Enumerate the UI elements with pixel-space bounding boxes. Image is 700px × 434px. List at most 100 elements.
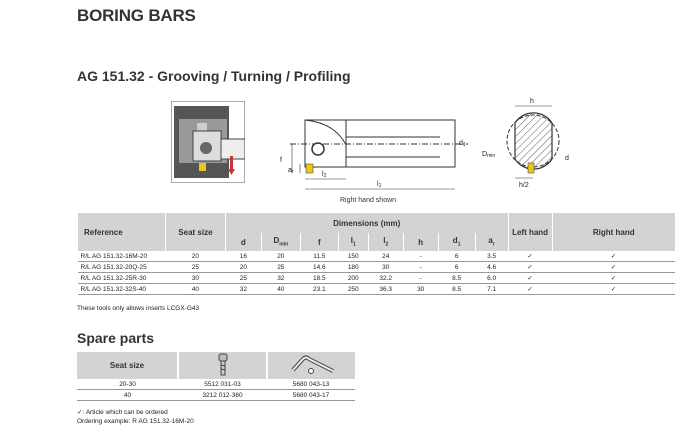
header-dim-6: d1 bbox=[437, 233, 476, 251]
side-view-diagram: f ar l2 l1 d1 bbox=[280, 119, 468, 190]
reference-cell: R/L AG 151.32-20Q-25 bbox=[77, 261, 166, 273]
table-cell: 25 bbox=[261, 261, 301, 273]
header-dim-1: Dmin bbox=[260, 233, 301, 251]
spare-cell: 5512 031-03 bbox=[178, 379, 267, 390]
table-cell: 30 bbox=[165, 272, 226, 284]
table-cell: ✓ bbox=[552, 261, 675, 273]
table-cell: 6 bbox=[438, 261, 476, 273]
table-cell: 30 bbox=[368, 261, 404, 273]
spare-cell: 5680 043-13 bbox=[267, 379, 355, 390]
table-cell: 11.5 bbox=[300, 251, 339, 262]
table-cell: - bbox=[403, 261, 439, 273]
header-seat-size: Seat size bbox=[164, 213, 226, 251]
table-cell: - bbox=[403, 251, 439, 262]
table-cell: 200 bbox=[338, 272, 369, 284]
table-cell: 3.5 bbox=[475, 251, 509, 262]
label-d: d bbox=[565, 155, 569, 162]
table-cell: 6.0 bbox=[475, 272, 509, 284]
header-right-hand: Right hand bbox=[551, 213, 675, 251]
label-h2: h/2 bbox=[519, 182, 529, 189]
dim-symbol: l bbox=[350, 236, 353, 246]
spare-parts-title: Spare parts bbox=[77, 330, 155, 346]
table-cell: 32 bbox=[261, 272, 301, 284]
reference-cell: R/L AG 151.32-32S-40 bbox=[77, 283, 166, 295]
table-cell: - bbox=[403, 272, 439, 284]
table-cell: 18.5 bbox=[300, 272, 339, 284]
dim-subscript: 2 bbox=[385, 241, 389, 248]
dim-symbol: D bbox=[273, 236, 280, 246]
dim-symbol: f bbox=[317, 237, 321, 247]
table-cell: 250 bbox=[338, 283, 369, 295]
header-left-hand: Left hand bbox=[507, 213, 553, 251]
table-cell: 40 bbox=[165, 283, 226, 295]
header-dim-0: d bbox=[224, 233, 262, 251]
svg-text:ar: ar bbox=[288, 167, 294, 175]
table-cell: 23.1 bbox=[300, 283, 339, 295]
end-view-diagram: h Dmin d h/2 bbox=[482, 98, 569, 189]
torx-key-icon bbox=[266, 352, 355, 379]
dim-symbol: d bbox=[240, 237, 246, 247]
svg-text:l1: l1 bbox=[377, 181, 382, 189]
table-cell: 7.1 bbox=[475, 283, 509, 295]
table-cell: ✓ bbox=[508, 261, 553, 273]
reference-cell: R/L AG 151.32-16M-20 bbox=[77, 251, 166, 262]
label-h: h bbox=[530, 98, 534, 105]
table-cell: 20 bbox=[261, 251, 301, 262]
spare-cell: 40 bbox=[77, 389, 178, 401]
dim-subscript: r bbox=[492, 241, 495, 248]
svg-text:l2: l2 bbox=[322, 171, 327, 179]
machining-illustration bbox=[171, 101, 245, 183]
table-cell: 24 bbox=[368, 251, 404, 262]
header-dimensions: Dimensions (mm) bbox=[224, 213, 509, 233]
table-cell: 150 bbox=[338, 251, 369, 262]
table-cell: 16 bbox=[225, 251, 262, 262]
spare-header-seat-size: Seat size bbox=[77, 352, 178, 379]
table-cell: 32.2 bbox=[368, 272, 404, 284]
svg-text:Dmin: Dmin bbox=[482, 151, 495, 159]
label-f: f bbox=[280, 157, 282, 164]
table-cell: ✓ bbox=[552, 283, 675, 295]
legend-note: ✓: Article which can be ordered bbox=[77, 409, 168, 416]
table-cell: ✓ bbox=[508, 283, 553, 295]
table-cell: 40 bbox=[261, 283, 301, 295]
table-cell: 8.5 bbox=[438, 272, 476, 284]
header-dim-2: f bbox=[299, 233, 339, 251]
table-cell: 32 bbox=[225, 283, 262, 295]
table-cell: ✓ bbox=[552, 272, 675, 284]
ordering-example: Ordering example: R AG 151.32-16M-20 bbox=[77, 418, 194, 425]
dimensions-table: Reference Seat size Dimensions (mm) Left… bbox=[77, 213, 675, 295]
header-dim-7: ar bbox=[474, 233, 509, 251]
spare-cell: 20-30 bbox=[77, 379, 178, 390]
section-title: AG 151.32 - Grooving / Turning / Profili… bbox=[77, 68, 351, 84]
dim-subscript: min bbox=[279, 241, 289, 248]
diagram-caption: Right hand shown bbox=[340, 197, 397, 204]
page-title: BORING BARS bbox=[77, 6, 196, 25]
table-cell: ✓ bbox=[508, 251, 553, 262]
dim-symbol: d bbox=[452, 236, 458, 246]
table-cell: 20 bbox=[165, 251, 226, 262]
table-cell: 25 bbox=[165, 261, 226, 273]
header-dim-5: h bbox=[402, 233, 439, 251]
spare-cell: 3212 012-360 bbox=[178, 389, 267, 401]
table-cell: 20 bbox=[225, 261, 262, 273]
table-cell: ✓ bbox=[552, 251, 675, 262]
dim-symbol: h bbox=[418, 237, 424, 247]
reference-cell: R/L AG 151.32-25R-30 bbox=[77, 272, 166, 284]
dim-symbol: a bbox=[488, 236, 493, 246]
table-cell: ✓ bbox=[508, 272, 553, 284]
inserts-note: These tools only allows inserts LCGX-G43 bbox=[77, 305, 200, 312]
table-cell: 8.5 bbox=[438, 283, 476, 295]
header-dim-4: l2 bbox=[367, 233, 404, 251]
table-cell: 14.6 bbox=[300, 261, 339, 273]
spare-cell: 5680 043-17 bbox=[267, 389, 355, 401]
table-cell: 30 bbox=[403, 283, 439, 295]
screw-icon bbox=[177, 352, 267, 379]
